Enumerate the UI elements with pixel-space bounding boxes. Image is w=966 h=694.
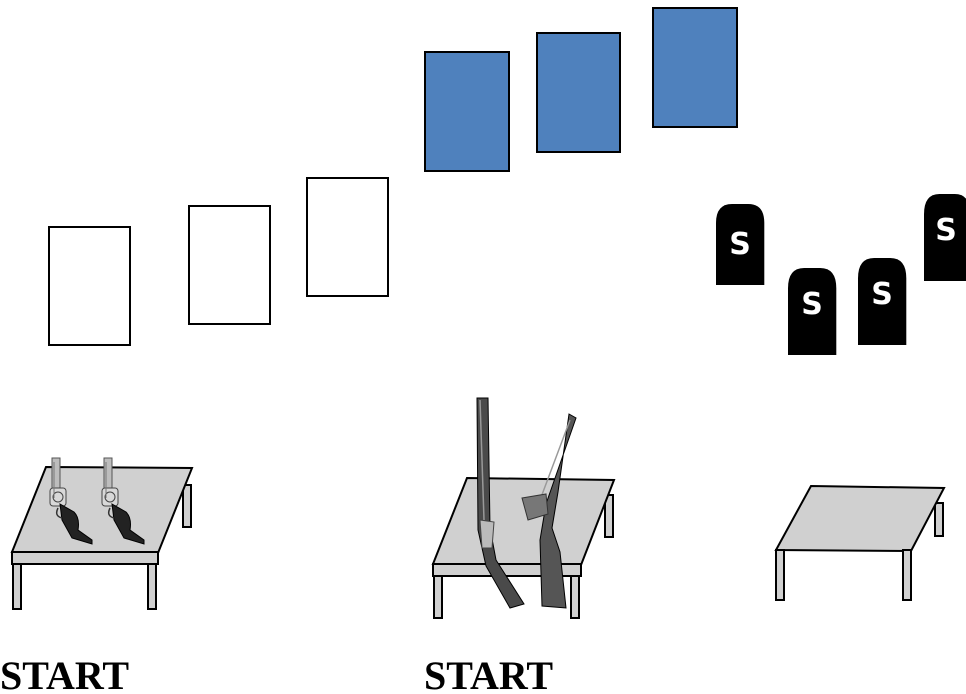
table-icon-left <box>10 465 194 610</box>
empty-card-2 <box>188 205 271 325</box>
tombstone-letter-4: S <box>935 213 957 248</box>
blue-card-2 <box>536 32 621 153</box>
blue-card-1 <box>424 51 510 172</box>
rifle-icon-1 <box>476 397 525 609</box>
start-label-left: START <box>0 653 130 694</box>
empty-card-3 <box>306 177 389 297</box>
table-icon-right <box>774 484 946 601</box>
tombstone-letter-2: S <box>801 287 823 322</box>
tombstone-letter-1: S <box>729 227 751 262</box>
start-label-middle: START <box>424 653 554 694</box>
tombstone-letter-3: S <box>871 277 893 312</box>
rifle-icon-2 <box>521 413 577 609</box>
blue-card-3 <box>652 7 738 128</box>
empty-card-1 <box>48 226 131 346</box>
